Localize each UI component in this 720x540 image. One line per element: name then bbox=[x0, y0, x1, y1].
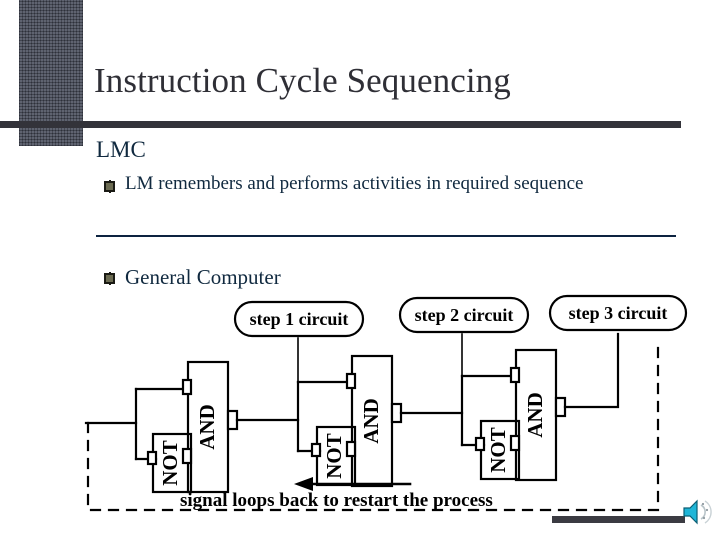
stage3-and-pin-a bbox=[509, 366, 521, 384]
stage3-not-label: NOT bbox=[486, 427, 510, 473]
list-item: LM remembers and performs activities in … bbox=[104, 172, 649, 196]
step3-label-text: step 3 circuit bbox=[569, 303, 668, 323]
stage1-and-out-pin bbox=[226, 409, 239, 431]
stage2-not-pin bbox=[310, 442, 322, 458]
loopback-arrow-head bbox=[294, 477, 313, 491]
stage1-not-pin bbox=[146, 450, 158, 466]
stage1-and-label: AND bbox=[195, 404, 219, 450]
step3-label-box bbox=[548, 294, 688, 332]
speaker-icon[interactable] bbox=[682, 497, 714, 527]
circuit-diagram: step 1 circuit step 2 circuit step 3 cir… bbox=[80, 294, 700, 520]
square-bullet-icon bbox=[104, 272, 115, 285]
section-heading: LMC bbox=[96, 137, 146, 162]
diagram-caption: signal loops back to restart the process bbox=[180, 490, 493, 511]
step1-label-text: step 1 circuit bbox=[250, 309, 349, 329]
content-divider bbox=[96, 235, 676, 237]
stage3-output-wire bbox=[563, 332, 620, 409]
page-title: Instruction Cycle Sequencing bbox=[94, 61, 511, 100]
stage1-and-pin-a bbox=[181, 378, 193, 396]
stage3-and-out-pin bbox=[554, 396, 567, 418]
feedback-loop-dashed bbox=[86, 338, 660, 512]
stage1-and-pin-b bbox=[181, 447, 193, 465]
stage3-not-pin bbox=[474, 436, 486, 452]
list-item-label: LM remembers and performs activities in … bbox=[125, 173, 584, 194]
masthead-horizontal-rule bbox=[0, 121, 681, 128]
list-item-label: General Computer bbox=[125, 265, 281, 289]
stage3-and-label: AND bbox=[523, 392, 547, 438]
square-bullet-icon bbox=[104, 180, 115, 193]
stage2-and-label: AND bbox=[359, 398, 383, 444]
step1-label-box bbox=[233, 300, 365, 338]
step2-label-box bbox=[398, 296, 530, 334]
stage2-and-out-pin bbox=[390, 402, 403, 424]
footer-bar bbox=[552, 516, 685, 523]
list-item: General Computer bbox=[104, 264, 649, 290]
stage3-and-pin-b bbox=[509, 434, 521, 452]
stage1-not-label: NOT bbox=[158, 440, 182, 486]
step2-label-text: step 2 circuit bbox=[415, 305, 514, 325]
stage2-not-label: NOT bbox=[322, 433, 346, 479]
stage2-and-pin-b bbox=[345, 440, 357, 458]
stage2-and-pin-a bbox=[345, 372, 357, 390]
